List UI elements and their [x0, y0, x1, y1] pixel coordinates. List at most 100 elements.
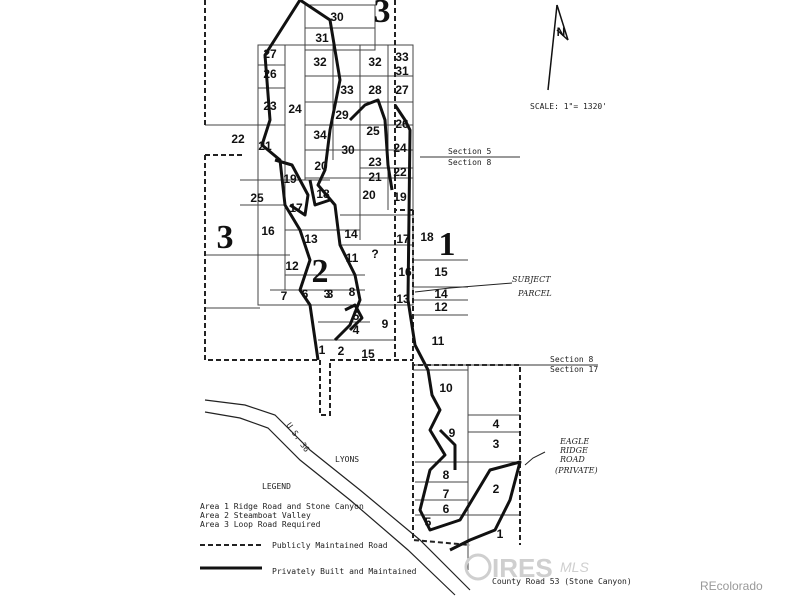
lot-label: 28 [368, 83, 382, 97]
lot-label: 3 [324, 287, 331, 301]
lot-label: 32 [313, 55, 327, 69]
county-road-label: County Road 53 (Stone Canyon) [492, 577, 632, 586]
subject-parcel-label-2: PARCEL [517, 289, 552, 298]
public-road-boundaries [204, 0, 521, 546]
lot-label: 7 [443, 487, 450, 501]
lot-label: 14 [434, 287, 448, 301]
recolorado-brand: REcolorado [700, 579, 763, 593]
legend-area-3: Area 3 Loop Road Required [200, 520, 321, 529]
lot-label: 33 [340, 83, 354, 97]
legend-private-road: Privately Built and Maintained [272, 567, 417, 576]
area-labels: 1 2 3 3 [217, 0, 456, 290]
lot-label: 21 [258, 139, 272, 153]
north-label: N [557, 25, 566, 39]
lot-label: 30 [330, 10, 344, 24]
area-label: 3 [217, 219, 234, 256]
lot-label: 13 [304, 232, 318, 246]
lot-label: 4 [353, 323, 360, 337]
section-lines [413, 156, 598, 366]
section-17-label: Section 17 [550, 365, 598, 374]
lot-label: 17 [289, 201, 303, 215]
lot-label: 15 [361, 347, 375, 361]
us-36-highway [204, 399, 471, 596]
private-roads [260, 0, 522, 552]
lot-label: 27 [395, 83, 409, 97]
eagle-ridge-arrow [524, 451, 546, 466]
lot-label: 29 [335, 108, 349, 122]
scale-label: SCALE: 1"= 1320' [530, 102, 607, 111]
lyons-label: LYONS [335, 455, 359, 464]
lot-label: 1 [319, 343, 326, 357]
lot-label: 24 [288, 102, 302, 116]
lot-label: 19 [283, 172, 297, 186]
legend-area-1: Area 1 Ridge Road and Stone Canyon [200, 502, 364, 511]
section-8-lower-label: Section 8 [550, 355, 594, 364]
lot-label: 9 [449, 426, 456, 440]
mls-wordmark: MLS [560, 559, 589, 575]
lot-label: 7 [281, 289, 288, 303]
lot-label: 20 [314, 159, 328, 173]
lot-label: 5 [353, 309, 360, 323]
lot-label: 11 [346, 251, 359, 265]
lot-labels: 30 31 27 26 32 32 33 31 23 24 33 28 27 2… [231, 10, 503, 541]
lot-label: 26 [395, 117, 409, 131]
lot-label: 30 [341, 143, 355, 157]
lot-label: 3 [327, 287, 334, 301]
ires-wordmark: IRES [492, 553, 553, 583]
lot-label: 20 [362, 188, 376, 202]
lot-label: 32 [368, 55, 382, 69]
legend-area-2: Area 2 Steamboat Valley [200, 511, 311, 520]
area-label: 2 [312, 253, 329, 290]
lot-label: 23 [263, 99, 277, 113]
lot-label: 27 [263, 47, 277, 61]
lot-label: 5 [425, 515, 432, 529]
lot-label: 23 [368, 155, 382, 169]
lot-label: 15 [434, 265, 448, 279]
lot-label: 18 [316, 187, 330, 201]
lot-label: 18 [420, 230, 434, 244]
lot-label: 26 [263, 67, 277, 81]
lot-label: 1 [497, 527, 504, 541]
lot-label: 19 [393, 190, 407, 204]
section-5-label: Section 5 [448, 147, 492, 156]
area-label: 1 [439, 226, 456, 263]
lot-label: 9 [382, 317, 389, 331]
lot-label: 22 [393, 165, 407, 179]
lot-label: 13 [396, 292, 410, 306]
lot-label: 10 [439, 381, 453, 395]
lot-label: 12 [285, 259, 299, 273]
section-8-label: Section 8 [448, 158, 492, 167]
north-arrow [547, 4, 569, 91]
lot-label: 8 [349, 285, 356, 299]
lot-label: 16 [261, 224, 275, 238]
lot-label: 31 [395, 64, 409, 78]
legend-public-road: Publicly Maintained Road [272, 541, 388, 550]
eagle-ridge-label-2: RIDGE [559, 446, 588, 455]
lot-label: 21 [368, 170, 382, 184]
parcel-grid [205, 4, 520, 570]
lot-label: 6 [443, 502, 450, 516]
lot-label: 17 [396, 232, 410, 246]
lot-label: 25 [250, 191, 264, 205]
subject-parcel-arrow [414, 282, 513, 293]
lot-label: 34 [313, 128, 327, 142]
lot-label: 2 [338, 344, 345, 358]
lot-label: 3 [493, 437, 500, 451]
lot-label: 8 [443, 468, 450, 482]
eagle-ridge-label-4: (PRIVATE) [555, 466, 598, 475]
lot-label: 6 [302, 287, 309, 301]
legend-title: LEGEND [262, 482, 291, 491]
lot-label: 33 [395, 50, 409, 64]
lot-label: 31 [315, 31, 329, 45]
lot-label: 25 [366, 124, 380, 138]
lot-label: 22 [231, 132, 245, 146]
lot-label: 14 [344, 227, 358, 241]
lot-label: 16 [398, 265, 412, 279]
eagle-ridge-label-3: ROAD [559, 455, 585, 464]
ires-logo-icon [464, 553, 492, 581]
eagle-ridge-label-1: EAGLE [559, 437, 589, 446]
lot-label: 24 [393, 141, 407, 155]
legend: LEGEND Area 1 Ridge Road and Stone Canyo… [200, 482, 417, 576]
lot-label: 12 [434, 300, 448, 314]
